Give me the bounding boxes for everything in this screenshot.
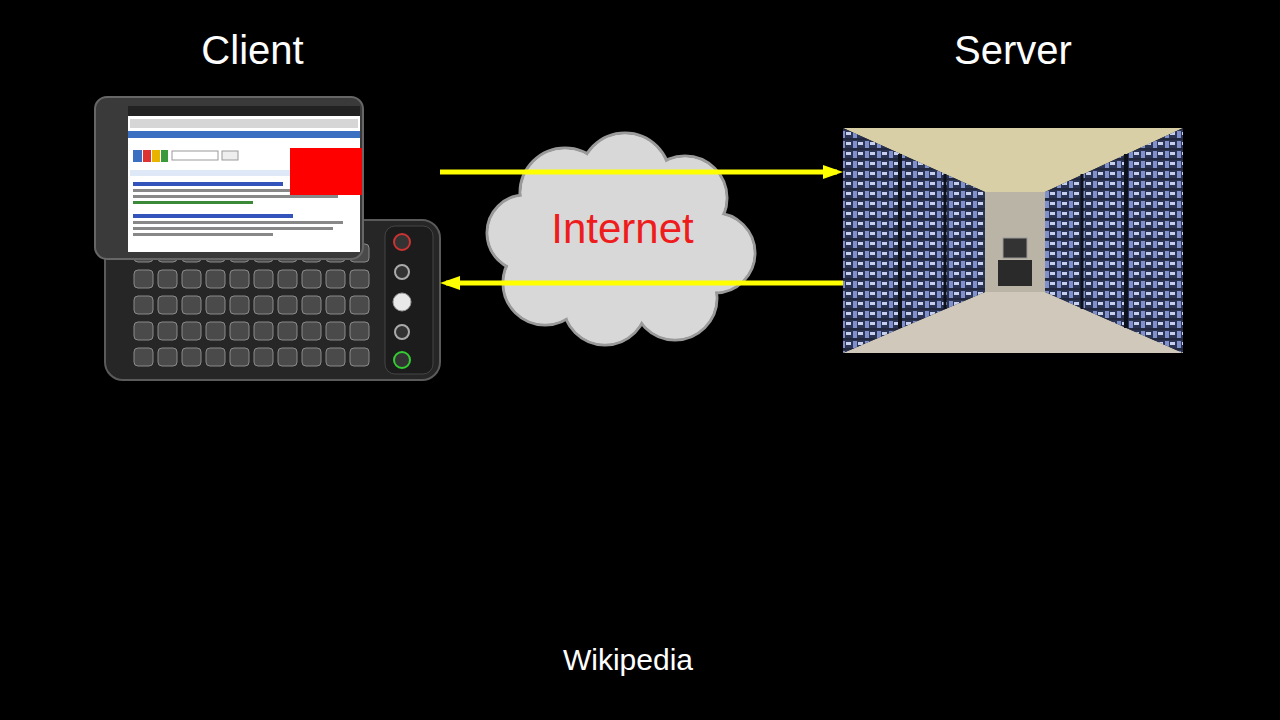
phone-result-line [133, 227, 333, 230]
server-monitor [1003, 238, 1027, 258]
server-photo-frame [843, 128, 1183, 353]
phone-trackball [393, 293, 411, 311]
phone-logo-mark [133, 150, 142, 162]
phone-illustration [95, 97, 440, 380]
data-arrow [440, 170, 837, 175]
phone-home-button [395, 325, 409, 339]
phone-logo-mark [152, 150, 160, 162]
phone-screen-body [95, 97, 363, 259]
client-device: Client [95, 27, 440, 380]
phone-result-line [133, 233, 273, 236]
phone-result-line [133, 214, 293, 218]
highlight-square [290, 148, 362, 195]
data-arrow [446, 281, 843, 286]
phone-url-bar [130, 119, 358, 128]
server-room: Server [843, 27, 1183, 353]
phone-status-bar [128, 106, 360, 116]
phone-search-button [222, 151, 238, 160]
rack-post [898, 154, 902, 328]
server-right-racks [1045, 128, 1183, 353]
rack-post [1124, 154, 1128, 328]
device-heading: Server [843, 27, 1183, 73]
source-credit: Wikipedia [428, 642, 828, 678]
phone-end-button [394, 234, 410, 250]
phone-result-line [133, 201, 253, 204]
phone-result-line [133, 221, 343, 224]
cloud-label: Internet [485, 205, 760, 253]
server-left-racks [843, 128, 985, 353]
rack-post [1081, 174, 1084, 309]
phone-search-box [172, 151, 218, 160]
phone-call-button [394, 352, 410, 368]
cloud-fill-lobe [489, 197, 562, 270]
phone-logo-mark [161, 150, 168, 162]
phone-keys [132, 242, 372, 372]
internet-cloud: Internet [485, 133, 760, 345]
rack-post [944, 174, 947, 309]
phone-result-line [133, 182, 283, 186]
phone-back-button [395, 265, 409, 279]
phone-result-line [133, 195, 338, 198]
phone-logo-mark [143, 150, 151, 162]
server-back-wall [985, 192, 1045, 292]
phone-button-panel [385, 226, 433, 374]
server-cart [998, 260, 1032, 286]
device-heading: Client [95, 27, 440, 73]
phone-nav-bar [128, 131, 360, 138]
server-illustration [843, 128, 1183, 353]
